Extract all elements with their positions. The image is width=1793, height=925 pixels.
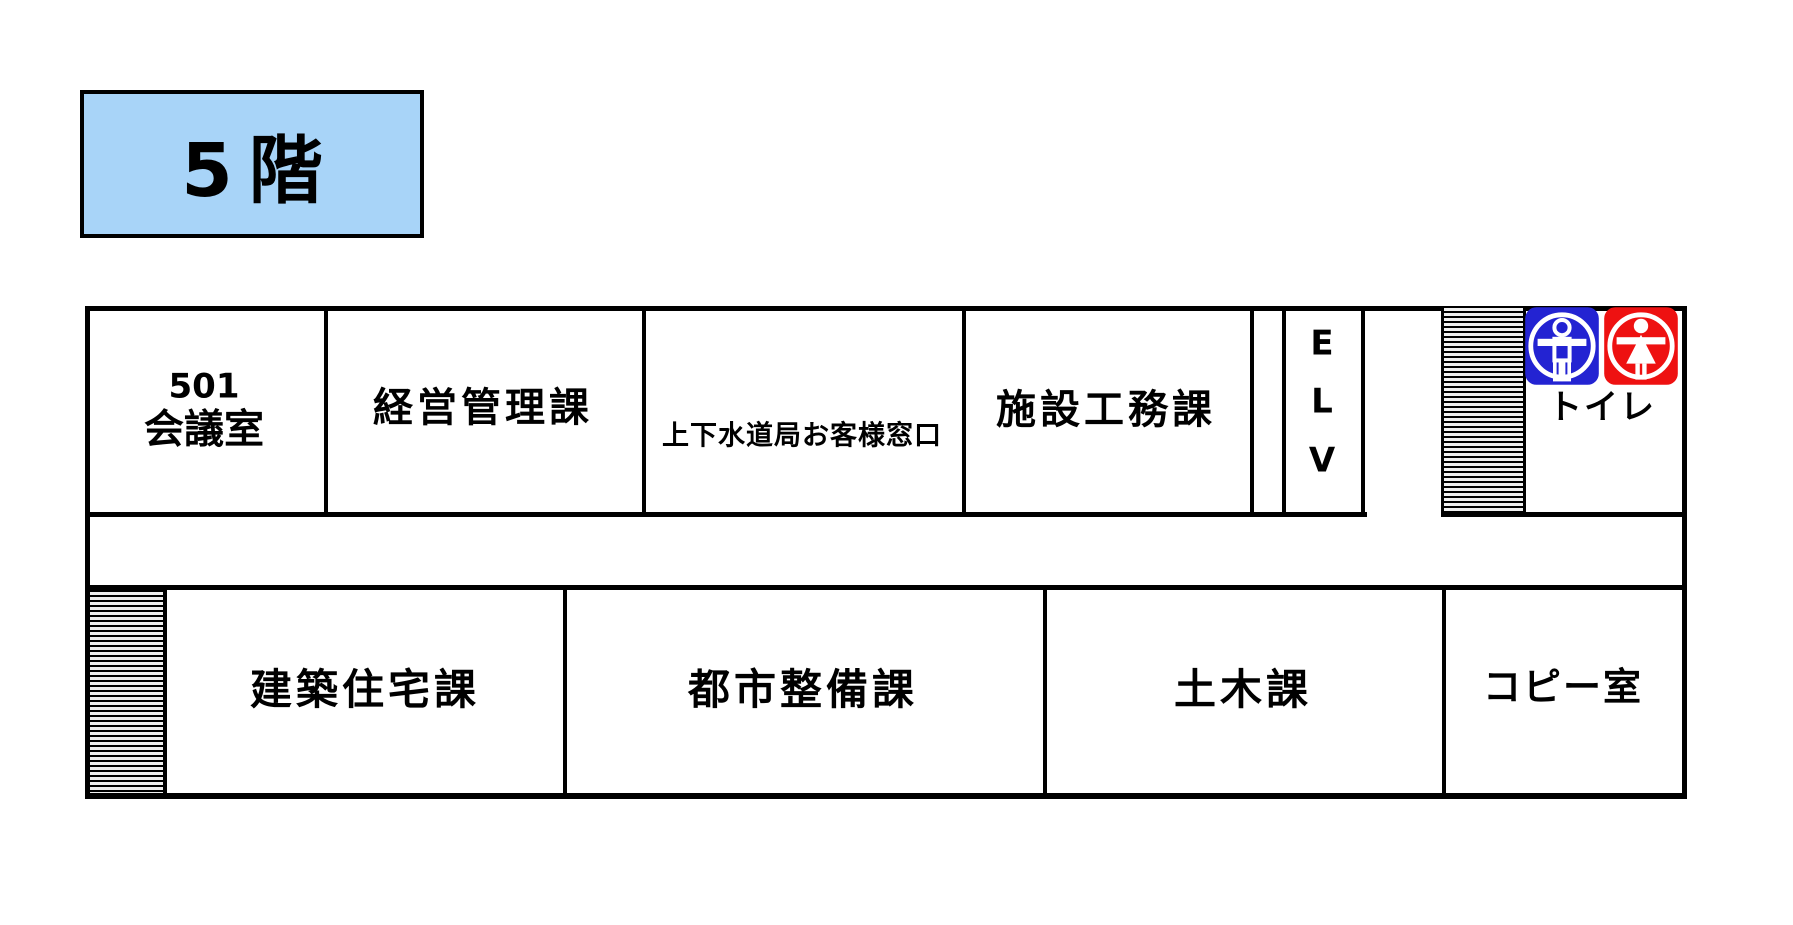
stairs-hatch-bottom — [90, 590, 167, 793]
room-management-division: 経営管理課 — [373, 385, 593, 431]
row1-divider-3 — [962, 306, 966, 517]
row1-bottom-wall-right-segment — [1441, 512, 1687, 517]
row1-bottom-wall-left-segment — [85, 512, 1367, 517]
row1-divider-4 — [1250, 306, 1254, 517]
elevator-letter-v: V — [1308, 440, 1336, 481]
row2-divider-2 — [1043, 585, 1047, 798]
stairs-hatch-top — [1441, 306, 1526, 512]
room-building-housing-division: 建築住宅課 — [249, 664, 481, 714]
room-civil-engineering-division: 土木課 — [1173, 664, 1313, 714]
floor-title-box: 5階 — [80, 90, 424, 238]
elevator-label: E L V — [1309, 314, 1335, 489]
elevator-wall-right — [1361, 306, 1365, 517]
room-waterworks-counter: 上下水道局お客様窓口 — [662, 420, 942, 452]
elevator-letter-e: E — [1310, 323, 1334, 364]
elevator-wall-left — [1282, 306, 1286, 517]
row2-divider-1 — [563, 585, 567, 798]
toilet-label: トイレ — [1548, 387, 1656, 428]
wall-left — [85, 306, 90, 799]
row2-divider-3 — [1442, 585, 1446, 798]
wall-bottom — [85, 793, 1687, 799]
wall-top — [85, 306, 1687, 311]
room-501-label: 会議室 — [144, 406, 264, 453]
elevator-letter-l: L — [1311, 381, 1333, 422]
room-501-number: 501 — [168, 366, 240, 407]
female-toilet-icon — [1604, 307, 1678, 385]
row1-divider-2 — [642, 306, 646, 517]
row2-top-wall — [85, 585, 1687, 590]
floor-title: 5階 — [181, 127, 339, 214]
room-501-meeting-room: 501 会議室 — [144, 366, 264, 453]
room-facilities-division: 施設工務課 — [996, 387, 1216, 433]
room-urban-development-division: 都市整備課 — [687, 664, 919, 714]
row1-divider-1 — [324, 306, 328, 517]
wall-right — [1682, 306, 1687, 799]
male-toilet-icon — [1525, 307, 1599, 385]
room-copy-room: コピー室 — [1482, 665, 1644, 710]
